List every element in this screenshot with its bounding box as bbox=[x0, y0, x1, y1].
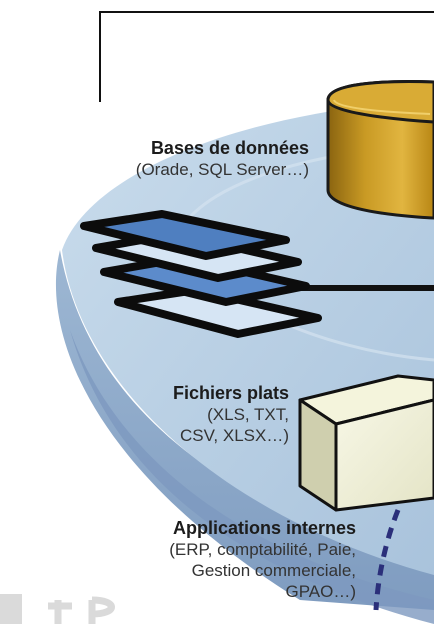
flat-file-stack-icon bbox=[80, 210, 322, 338]
top-connector-line bbox=[99, 11, 434, 102]
application-cube-icon bbox=[298, 374, 434, 512]
databases-label-group: Bases de données (Orade, SQL Server…) bbox=[9, 137, 309, 180]
internal-apps-detail-line-3: GPAO…) bbox=[285, 582, 356, 601]
databases-title: Bases de données bbox=[150, 138, 309, 158]
flat-files-label-group: Fichiers plats (XLS, TXT, CSV, XLSX…) bbox=[69, 382, 289, 446]
connector-apps-dashed bbox=[373, 509, 401, 611]
flat-files-title: Fichiers plats bbox=[172, 383, 289, 403]
flat-files-detail-line-2: CSV, XLSX…) bbox=[180, 426, 289, 445]
internal-apps-detail-line-1: (ERP, comptabilité, Paie, bbox=[169, 540, 356, 559]
internal-apps-label-group: Applications internes (ERP, comptabilité… bbox=[16, 517, 356, 602]
internal-apps-detail-line-2: Gestion commerciale, bbox=[191, 561, 356, 580]
background-fragment bbox=[0, 594, 115, 624]
internal-apps-title: Applications internes bbox=[172, 518, 356, 538]
flat-files-detail-line-1: (XLS, TXT, bbox=[207, 405, 289, 424]
databases-detail: (Orade, SQL Server…) bbox=[135, 160, 309, 179]
database-cylinder-icon bbox=[326, 80, 434, 220]
platform-disc-edge-lower bbox=[70, 330, 434, 624]
